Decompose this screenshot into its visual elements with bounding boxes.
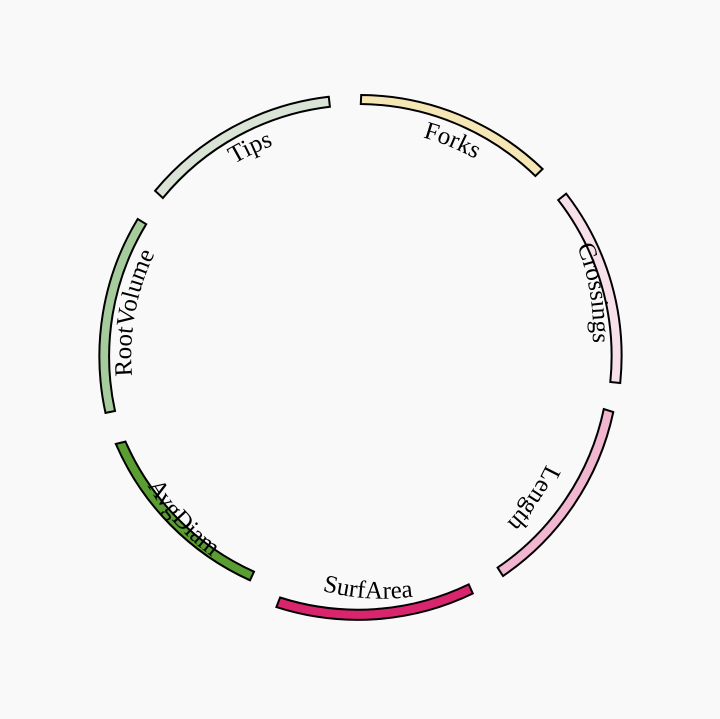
segment-rootvolume[interactable] bbox=[98, 217, 148, 415]
segment-length[interactable] bbox=[496, 407, 615, 578]
segment-crossings[interactable] bbox=[556, 192, 623, 385]
segment-tips[interactable] bbox=[153, 95, 332, 200]
label-avgdiam: AvgDiam bbox=[142, 474, 225, 561]
svg-text:SurfArea: SurfArea bbox=[321, 570, 414, 605]
svg-text:AvgDiam: AvgDiam bbox=[142, 474, 225, 561]
segment-surfarea[interactable] bbox=[275, 583, 475, 621]
label-surfarea: SurfArea bbox=[321, 570, 414, 605]
segment-avgdiam[interactable] bbox=[114, 440, 256, 582]
segment-forks[interactable] bbox=[359, 93, 545, 178]
label-crossings: Crossings bbox=[572, 239, 614, 343]
svg-text:Crossings: Crossings bbox=[572, 239, 614, 343]
arc-segments bbox=[98, 93, 623, 621]
